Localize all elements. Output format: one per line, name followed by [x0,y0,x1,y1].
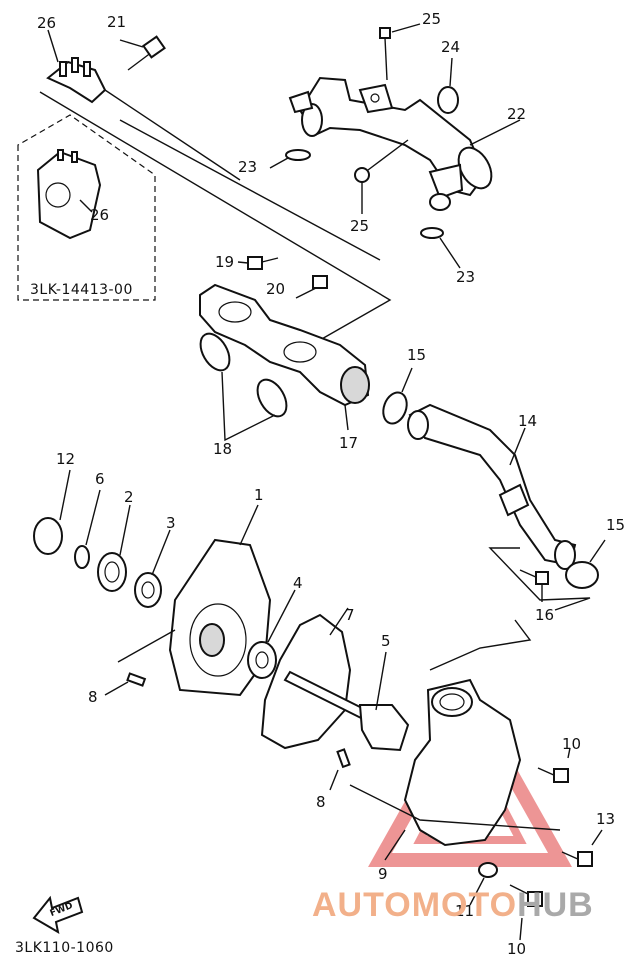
bolt-10b [509,884,543,941]
label-14: 14 [518,412,538,430]
label-1: 1 [254,486,264,504]
label-13: 13 [596,810,616,828]
gasket-7 [260,613,352,750]
watermark-text: AUTOMOTOHUB [312,886,594,925]
label-5: 5 [381,632,391,650]
label-16: 16 [535,606,555,624]
label-7: 7 [345,606,355,624]
circlip-12 [33,517,63,555]
washer-11 [478,862,498,878]
seal-4 [247,641,277,679]
o-ring-15b [565,561,599,589]
label-4: 4 [293,574,303,592]
label-24: 24 [441,38,461,56]
housing-17 [199,283,370,407]
label-17: 17 [339,434,359,452]
label-19: 19 [215,253,235,271]
o-ring-24 [437,86,459,114]
label-10-top: 10 [562,735,582,753]
inset-part-number: 3LK-14413-00 [30,282,133,298]
bracket-26 [46,57,107,104]
label-10-bottom: 10 [507,940,527,958]
o-ring-23a [285,149,311,161]
circlip-6 [74,545,90,569]
bolt-25-top [379,23,421,81]
label-26-inset: 26 [90,206,110,224]
label-20: 20 [266,280,286,298]
label-23-right: 23 [456,268,476,286]
bolt-10a [537,747,571,783]
label-8-bottom: 8 [316,793,326,811]
pump-housing-9 [403,678,522,847]
label-21: 21 [107,13,127,31]
label-22: 22 [507,105,527,123]
bearing-2 [97,552,127,592]
label-15-top: 15 [407,346,427,364]
label-18: 18 [213,440,233,458]
bolt-25-bottom [354,139,409,214]
bracket-26-alt [36,149,102,240]
cover-1 [168,538,272,697]
label-11: 11 [455,902,475,920]
impeller-shaft-5 [283,670,410,752]
label-2: 2 [124,488,134,506]
bolt-20 [295,275,328,299]
label-25-bottom: 25 [350,217,370,235]
fwd-arrow-icon [32,895,84,934]
pipe-14 [407,403,577,570]
o-ring-23b [420,227,444,239]
o-ring-15a [382,391,408,425]
label-6: 6 [95,470,105,488]
label-12: 12 [56,450,76,468]
seal-3 [134,572,162,608]
label-26-top: 26 [37,14,57,32]
label-8-left: 8 [88,688,98,706]
label-9: 9 [378,865,388,883]
o-ring-18b [256,378,288,418]
pipe-22 [288,76,493,211]
label-25-top: 25 [422,10,442,28]
label-15-right: 15 [606,516,626,534]
bolt-21 [119,35,166,71]
diagram-code: 3LK110-1060 [15,940,114,956]
bolt-19 [237,256,279,270]
bolt-16 [519,569,549,602]
o-ring-18a [199,332,231,372]
dowel-pin-8b [336,748,351,769]
watermark-part2: HUB [517,886,594,924]
dowel-pin-8a [126,672,147,687]
label-23-left: 23 [238,158,258,176]
label-3: 3 [166,514,176,532]
watermark-part1: AUTOMOTO [312,886,518,924]
bolt-13 [561,829,603,867]
